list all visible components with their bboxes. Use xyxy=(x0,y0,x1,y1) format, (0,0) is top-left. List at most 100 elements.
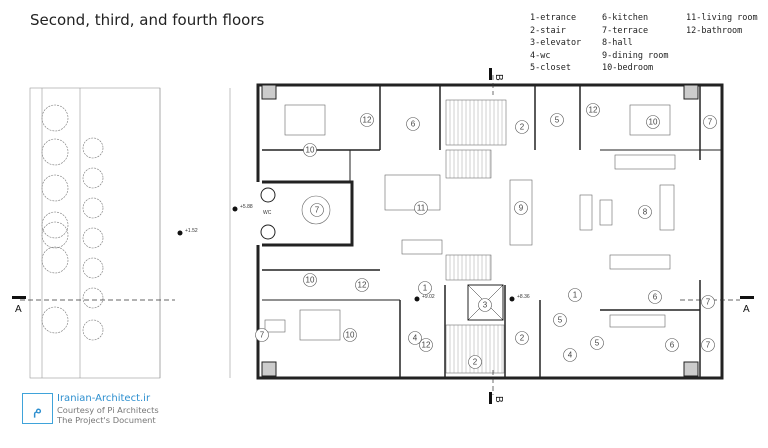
room-number-label: 12 xyxy=(363,116,372,125)
room-number: 12 xyxy=(586,103,600,117)
room-number: 4 xyxy=(408,331,422,345)
legend-item: 4-wc xyxy=(530,50,551,61)
tree-icon xyxy=(41,174,69,202)
section-lines xyxy=(20,75,740,395)
stair-treads xyxy=(449,100,503,373)
tree-icon xyxy=(82,197,104,219)
tree-icon xyxy=(82,227,104,249)
room-number-label: 6 xyxy=(653,293,658,302)
room-number: 1 xyxy=(418,281,432,295)
room-number-label: 1 xyxy=(573,291,578,300)
furniture xyxy=(264,104,676,341)
courtesy-text: Courtesy of Pi Architects xyxy=(57,405,159,415)
legend-item: 1-etrance xyxy=(530,13,577,23)
room-number-label: 2 xyxy=(520,334,525,343)
elevation-label: +5.88 xyxy=(240,204,253,210)
room-number: 5 xyxy=(590,336,604,350)
room-number-label: 5 xyxy=(558,316,563,325)
tree-icon xyxy=(41,138,69,166)
room-number: 5 xyxy=(553,313,567,327)
room-number-label: 8 xyxy=(643,208,648,217)
legend-item: 12-bathroom xyxy=(686,25,743,36)
room-number-label: 5 xyxy=(595,339,600,348)
room-number-label: 10 xyxy=(649,118,658,127)
legend-item: 9-dining room xyxy=(602,50,669,61)
legend-item: 7-terrace xyxy=(602,25,649,36)
room-number: 12 xyxy=(419,338,433,352)
room-number-label: 10 xyxy=(306,146,315,155)
site-link[interactable]: Iranian-Architect.ir xyxy=(57,393,151,404)
room-legend: 1-etrance 2-stair 3-elevator 4-wc 5-clos… xyxy=(530,12,758,75)
section-a-left: A xyxy=(15,304,22,315)
room-number-label: 4 xyxy=(568,351,573,360)
room-number-label: 2 xyxy=(473,358,478,367)
room-number: 7 xyxy=(701,295,715,309)
section-markers xyxy=(12,68,754,404)
legend-item: 5-closet xyxy=(530,63,571,74)
room-number: 9 xyxy=(514,201,528,215)
room-number: 10 xyxy=(303,273,317,287)
room-number: 1 xyxy=(568,288,582,302)
legend-item: 6-kitchen xyxy=(602,13,649,23)
room-number: 7 xyxy=(703,115,717,129)
room-number-label: 9 xyxy=(519,204,524,213)
room-number: 8 xyxy=(638,205,652,219)
document-text: The Project's Document xyxy=(57,415,156,425)
elevation-label: +1.52 xyxy=(185,228,198,234)
room-number: 10 xyxy=(343,328,357,342)
tree-icon xyxy=(41,221,69,249)
room-number-label: 11 xyxy=(417,204,426,213)
room-number-label: 7 xyxy=(706,341,711,350)
page-title: Second, third, and fourth floors xyxy=(30,11,265,29)
tree-icon xyxy=(82,319,104,341)
room-number-label: 12 xyxy=(422,341,431,350)
wc-label: WC xyxy=(263,210,272,216)
room-number-label: 1 xyxy=(423,284,428,293)
room-number-label: 6 xyxy=(670,341,675,350)
room-number-label: 3 xyxy=(483,301,488,310)
room-number-label: 7 xyxy=(708,118,713,127)
room-number: 12 xyxy=(360,113,374,127)
room-number-label: 10 xyxy=(346,331,355,340)
tree-icon xyxy=(82,257,104,279)
legend-item: 3-elevator xyxy=(530,38,582,49)
room-number: 3 xyxy=(478,298,492,312)
room-number-label: 7 xyxy=(706,298,711,307)
tree-icon xyxy=(41,246,69,274)
room-number: 2 xyxy=(468,355,482,369)
legend-item: 11-living room xyxy=(686,13,758,23)
room-number: 11 xyxy=(414,201,428,215)
room-number: 7 xyxy=(255,328,269,342)
room-number-label: 5 xyxy=(555,116,560,125)
room-number-label: 12 xyxy=(589,106,598,115)
room-number-label: 12 xyxy=(358,281,367,290)
room-number: 10 xyxy=(303,143,317,157)
room-number: 6 xyxy=(648,290,662,304)
room-number: 4 xyxy=(563,348,577,362)
room-number: 5 xyxy=(550,113,564,127)
room-number-label: 6 xyxy=(411,120,416,129)
legend-item: 10-bedroom xyxy=(602,63,654,74)
logo: م xyxy=(22,393,53,424)
elevation-label: +9.02 xyxy=(422,294,435,300)
room-number: 2 xyxy=(515,331,529,345)
tree-icon xyxy=(41,306,69,334)
room-number: 2 xyxy=(515,120,529,134)
room-number: 10 xyxy=(646,115,660,129)
elevation-markers: +1.52 +5.88 +9.02 +8.36 xyxy=(177,204,530,302)
room-number-label: 7 xyxy=(315,206,320,215)
elevation-label: +8.36 xyxy=(517,294,530,300)
landscape-area xyxy=(29,87,259,379)
credit-block: م Iranian-Architect.ir Courtesy of Pi Ar… xyxy=(22,393,159,425)
room-number: 12 xyxy=(355,278,369,292)
room-number-label: 10 xyxy=(306,276,315,285)
legend-col-2: 6-kitchen 7-terrace 8-hall 9-dining room… xyxy=(602,12,676,75)
room-number: 7 xyxy=(701,338,715,352)
tree-icon xyxy=(82,167,104,189)
room-number-label: 4 xyxy=(413,334,418,343)
legend-col-3: 11-living room 12-bathroom xyxy=(686,12,758,75)
tree-icon xyxy=(41,104,69,132)
